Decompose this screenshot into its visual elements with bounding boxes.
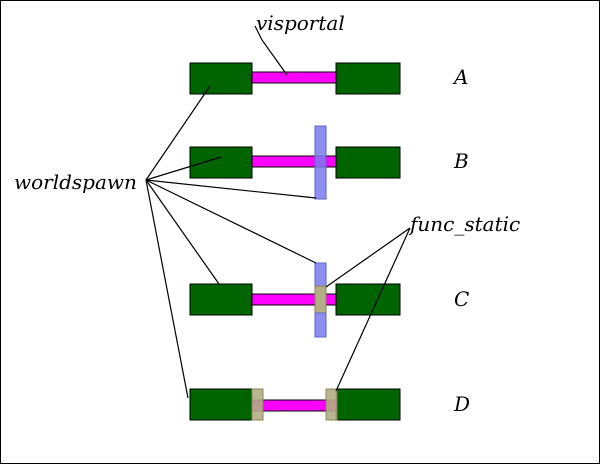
- func-static-left: [251, 388, 264, 421]
- worldspawn-leader-b-left: [145, 156, 222, 181]
- row-b: [189, 125, 401, 200]
- worldspawn-leader-c-blocker: [145, 179, 317, 264]
- worldspawn-brush-right: [335, 146, 401, 179]
- func-static-leader-d: [335, 227, 411, 392]
- row-a: [189, 62, 401, 95]
- leader-lines: [145, 25, 411, 399]
- portal-bar: [249, 71, 339, 84]
- row-label-c: C: [454, 287, 469, 311]
- worldspawn-blocker: [314, 125, 327, 200]
- func-static-block: [314, 285, 327, 314]
- worldspawn-leader-c-left: [145, 179, 220, 285]
- worldspawn-brush-right: [335, 62, 401, 95]
- worldspawn-brush-left: [189, 146, 253, 179]
- worldspawn-brush-right: [335, 283, 401, 316]
- worldspawn-leader-d: [145, 179, 189, 399]
- row-label-b: B: [453, 149, 469, 173]
- func-static-right: [325, 388, 338, 421]
- worldspawn-brush-left: [189, 62, 253, 95]
- blocker-top: [314, 262, 327, 287]
- worldspawn-brush-left: [189, 283, 253, 316]
- worldspawn-leader-b-blocker: [145, 179, 317, 199]
- row-label-a: A: [452, 65, 468, 89]
- worldspawn-leader-a: [145, 85, 211, 181]
- row-c: [189, 262, 401, 338]
- visportal-label: visportal: [256, 11, 345, 35]
- row-label-d: D: [453, 392, 470, 416]
- worldspawn-label: worldspawn: [14, 170, 137, 194]
- func-static-label: func_static: [408, 212, 520, 236]
- portal-bar: [251, 399, 339, 412]
- row-d: [189, 388, 401, 421]
- worldspawn-brush-right: [335, 388, 401, 421]
- blocker-bottom: [314, 312, 327, 338]
- func-static-leader-c: [325, 227, 411, 288]
- visportal-leader: [254, 25, 288, 76]
- worldspawn-brush-left: [189, 388, 253, 421]
